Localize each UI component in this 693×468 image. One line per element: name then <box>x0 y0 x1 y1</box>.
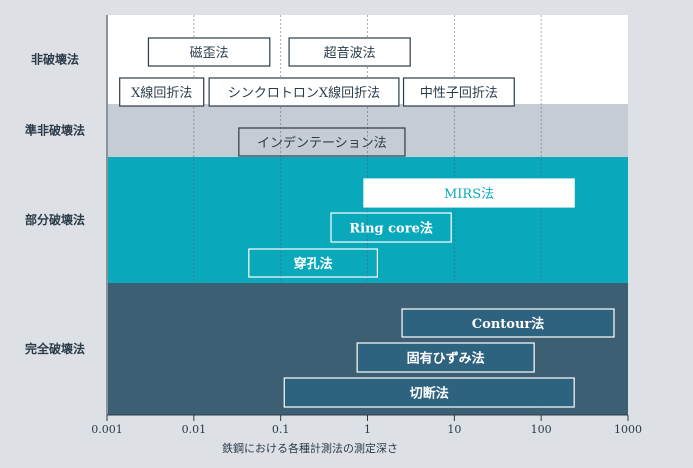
range-bar <box>238 127 406 157</box>
range-bar-label: 固有ひずみ法 <box>407 351 485 367</box>
range-bar-label: MIRS法 <box>444 187 494 202</box>
range-bar <box>208 77 400 107</box>
band-label: 部分破壊法 <box>25 212 85 227</box>
range-bar <box>401 308 615 338</box>
range-bar <box>119 77 205 107</box>
x-tick-label: 100 <box>531 423 552 436</box>
range-bar <box>356 342 535 373</box>
range-bar <box>363 178 575 208</box>
x-tick-label: 1000 <box>614 423 642 436</box>
band-label: 完全破壊法 <box>25 341 85 356</box>
range-bar <box>330 212 452 243</box>
range-bar-label: Contour法 <box>472 316 544 332</box>
band-label: 非破壊法 <box>31 52 79 67</box>
range-bar-label: 超音波法 <box>324 45 376 61</box>
x-axis-label: 鉄鋼における各種計測法の測定深さ <box>222 441 398 455</box>
range-bar-label: X線回折法 <box>131 85 192 101</box>
range-bar-label: シンクロトロンX線回折法 <box>228 85 380 101</box>
x-tick-label: 0.001 <box>91 423 123 436</box>
x-tick-label: 0.01 <box>182 423 207 436</box>
range-bar <box>147 37 271 67</box>
range-bar <box>283 377 575 408</box>
range-bar-label: 中性子回折法 <box>420 86 498 101</box>
x-tick-label: 1 <box>364 423 371 436</box>
range-bar-label: インデンテーション法 <box>257 135 387 151</box>
range-bar-label: 磁歪法 <box>190 46 229 61</box>
range-bar <box>248 248 378 278</box>
range-bar-label: 切断法 <box>410 386 449 402</box>
range-bar <box>288 37 411 67</box>
range-bar-label: Ring core法 <box>349 221 433 237</box>
range-bar-label: 穿孔法 <box>294 256 333 272</box>
band-label: 準非破壊法 <box>25 123 85 138</box>
x-tick-label: 0.1 <box>272 423 290 436</box>
range-bar <box>402 77 515 107</box>
x-tick-label: 10 <box>447 423 461 436</box>
